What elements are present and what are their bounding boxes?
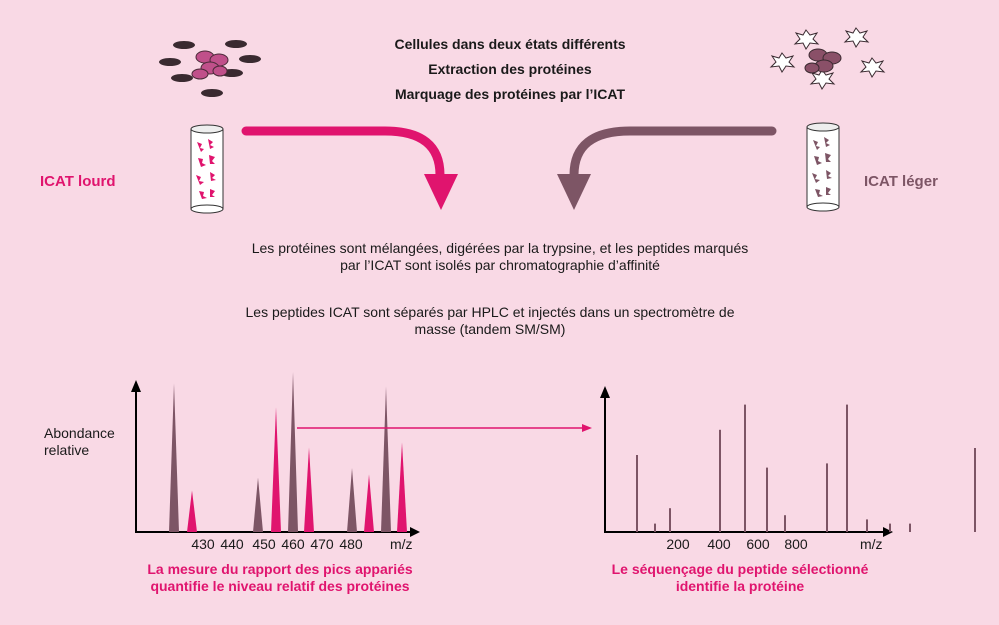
hplc-step-line-1: Les peptides ICAT sont séparés par HPLC … — [245, 304, 735, 320]
peak-light-4 — [347, 468, 357, 532]
header-steps: Cellules dans deux états différents Extr… — [300, 36, 720, 111]
cell-cluster-right-icon — [769, 27, 886, 90]
peak-light-5 — [381, 386, 391, 532]
spectrum-left-ylabel: Abondance relative — [44, 425, 115, 459]
spectrum-right-y-arrow — [600, 386, 610, 398]
tick-left-430: 430 — [191, 536, 215, 552]
peak-heavy-5 — [397, 442, 407, 532]
spectrum-right-xlabel: m/z — [860, 536, 883, 552]
heavy-label: ICAT lourd — [40, 173, 116, 190]
spectrum-right-ticks: 200 400 600 800 — [666, 536, 808, 552]
peak-heavy-4 — [364, 474, 374, 532]
mix-step: Les protéines sont mélangées, digérées p… — [180, 240, 820, 274]
caption-right-line-2: identifie la protéine — [675, 578, 805, 594]
tick-left-450: 450 — [252, 536, 276, 552]
ylabel-line-1: Abondance — [44, 425, 115, 441]
hplc-step-line-2: masse (tandem SM/SM) — [414, 321, 566, 337]
heavy-tube-icon — [190, 124, 224, 214]
ylabel-line-2: relative — [44, 442, 90, 458]
spectrum-right-lines — [636, 404, 976, 532]
spectrum-left-ticks: 430 440 450 460 470 480 — [191, 536, 363, 552]
spectrum-left-xlabel: m/z — [390, 536, 413, 552]
tick-right-800: 800 — [784, 536, 808, 552]
peak-heavy-2 — [271, 407, 281, 532]
tick-right-600: 600 — [746, 536, 770, 552]
mix-step-line-2: par l’ICAT sont isolés par chromatograph… — [340, 257, 660, 273]
spectrum-left-y-arrow — [131, 380, 141, 392]
spectrum-left-caption: La mesure du rapport des pics appariés q… — [100, 561, 460, 595]
peak-selection-arrow — [297, 424, 592, 432]
cell-cluster-left-icon — [159, 40, 261, 97]
hplc-step: Les peptides ICAT sont séparés par HPLC … — [180, 304, 800, 338]
heavy-arrow — [241, 126, 458, 210]
header-line-2: Extraction des protéines — [428, 61, 592, 77]
spectrum-right-x-arrow — [883, 527, 893, 537]
peak-heavy-1 — [187, 490, 197, 532]
tick-right-200: 200 — [666, 536, 690, 552]
tick-right-400: 400 — [707, 536, 731, 552]
tick-left-440: 440 — [220, 536, 244, 552]
peak-light-2 — [253, 477, 263, 532]
spectrum-left-x-arrow — [410, 527, 420, 537]
tick-left-460: 460 — [281, 536, 305, 552]
header-line-1: Cellules dans deux états différents — [394, 36, 626, 52]
peak-heavy-3 — [304, 447, 314, 532]
spectrum-right-caption: Le séquençage du peptide sélectionné ide… — [560, 561, 920, 595]
light-tube-icon — [806, 122, 840, 212]
tick-left-480: 480 — [339, 536, 363, 552]
light-arrow — [557, 126, 777, 210]
light-label: ICAT léger — [864, 173, 938, 190]
caption-left-line-2: quantifie le niveau relatif des protéine… — [150, 578, 410, 594]
peak-light-1 — [169, 383, 179, 532]
mix-step-line-1: Les protéines sont mélangées, digérées p… — [251, 240, 749, 256]
caption-left-line-1: La mesure du rapport des pics appariés — [147, 561, 413, 577]
spectrum-left-peaks — [169, 372, 407, 532]
caption-right-line-1: Le séquençage du peptide sélectionné — [611, 561, 869, 577]
header-line-3: Marquage des protéines par l’ICAT — [394, 86, 625, 102]
tick-left-470: 470 — [310, 536, 334, 552]
peak-light-3 — [288, 372, 298, 532]
